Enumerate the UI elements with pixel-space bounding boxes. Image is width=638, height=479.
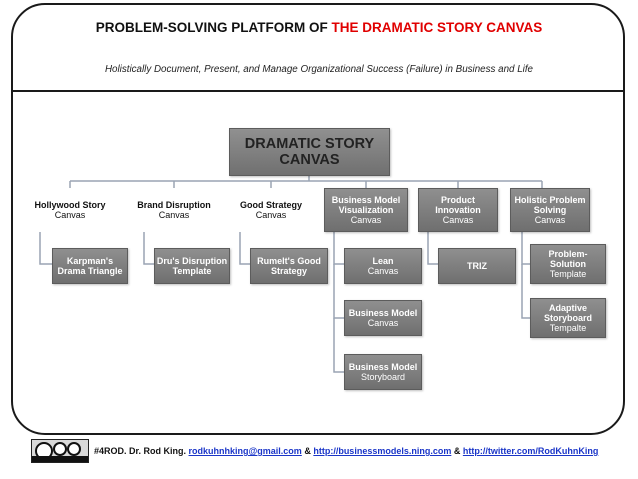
category-sub: Canvas bbox=[158, 210, 190, 220]
category-title: Hollywood Story bbox=[34, 199, 106, 210]
leaf-title: Lean bbox=[372, 255, 394, 266]
category-business-model-visualization: Business Model Visualization Canvas bbox=[324, 188, 408, 232]
leaf-sub: Canvas bbox=[367, 318, 399, 328]
by-icon bbox=[53, 442, 67, 456]
leaf-business-model-canvas: Business Model Canvas bbox=[344, 300, 422, 336]
category-sub: Canvas bbox=[350, 215, 382, 226]
category-sub: Canvas bbox=[54, 210, 86, 220]
leaf-lean-canvas: Lean Canvas bbox=[344, 248, 422, 284]
title-accent: THE DRAMATIC STORY CANVAS bbox=[331, 20, 543, 35]
title-prefix: PROBLEM-SOLVING PLATFORM OF bbox=[95, 20, 332, 35]
leaf-adaptive-storyboard: Adaptive Storyboard Tempalte bbox=[530, 298, 606, 338]
rounded-frame bbox=[11, 3, 625, 435]
leaf-triz: TRIZ bbox=[438, 248, 516, 284]
leaf-drus-disruption-template: Dru's Disruption Template bbox=[154, 248, 230, 284]
root-line1: DRAMATIC STORY bbox=[244, 135, 375, 152]
leaf-sub: Storyboard bbox=[360, 372, 406, 382]
leaf-sub: Template bbox=[549, 269, 587, 280]
category-title: Good Strategy bbox=[239, 199, 302, 210]
leaf-title: Rumelt's Good Strategy bbox=[257, 255, 321, 276]
license-strip bbox=[32, 456, 88, 462]
category-good-strategy: Good Strategy Canvas bbox=[231, 188, 311, 232]
category-product-innovation: Product Innovation Canvas bbox=[418, 188, 498, 232]
root-line2: CANVAS bbox=[279, 152, 340, 168]
footer-sep2: & bbox=[451, 446, 463, 456]
category-sub: Canvas bbox=[534, 215, 566, 226]
page-title: PROBLEM-SOLVING PLATFORM OF THE DRAMATIC… bbox=[0, 20, 638, 35]
leaf-karpmans-drama-triangle: Karpman's Drama Triangle bbox=[52, 248, 128, 284]
leaf-title: Adaptive Storyboard bbox=[543, 302, 592, 323]
category-holistic-problem-solving: Holistic Problem Solving Canvas bbox=[510, 188, 590, 232]
category-sub: Canvas bbox=[255, 210, 287, 220]
creative-commons-badge bbox=[31, 439, 89, 463]
page-subtitle: Holistically Document, Present, and Mana… bbox=[104, 64, 533, 75]
category-sub: Canvas bbox=[442, 215, 474, 226]
leaf-problem-solution-template: Problem-Solution Template bbox=[530, 244, 606, 284]
footer-site-link[interactable]: http://businessmodels.ning.com bbox=[313, 446, 452, 456]
leaf-title: Problem-Solution bbox=[548, 248, 588, 269]
footer-author: #4ROD. Dr. Rod King. bbox=[94, 446, 189, 456]
footer-email-link[interactable]: rodkuhnhking@gmail.com bbox=[188, 446, 302, 456]
nc-icon bbox=[67, 442, 81, 456]
category-title: Business Model Visualization bbox=[331, 194, 401, 215]
root-node-dramatic-story-canvas: DRAMATIC STORY CANVAS bbox=[229, 128, 390, 176]
leaf-sub: Canvas bbox=[367, 266, 399, 276]
category-title: Product Innovation bbox=[435, 194, 481, 215]
leaf-title: Dru's Disruption Template bbox=[156, 255, 228, 276]
category-title: Holistic Problem Solving bbox=[514, 194, 586, 215]
footer-twitter-link[interactable]: http://twitter.com/RodKuhnKing bbox=[462, 446, 599, 456]
leaf-sub: Tempalte bbox=[549, 323, 587, 334]
category-brand-disruption: Brand Disruption Canvas bbox=[134, 188, 214, 232]
header-divider bbox=[11, 90, 625, 92]
leaf-business-model-storyboard: Business Model Storyboard bbox=[344, 354, 422, 390]
leaf-title: Business Model bbox=[348, 307, 418, 318]
leaf-title: Business Model bbox=[348, 361, 418, 372]
footer-sep1: & bbox=[301, 446, 314, 456]
leaf-rumelts-good-strategy: Rumelt's Good Strategy bbox=[250, 248, 328, 284]
footer-credits: #4ROD. Dr. Rod King. rodkuhnhking@gmail.… bbox=[94, 446, 598, 456]
category-title: Brand Disruption bbox=[137, 199, 211, 210]
leaf-title: Karpman's Drama Triangle bbox=[57, 255, 123, 276]
leaf-title: TRIZ bbox=[467, 260, 487, 271]
category-hollywood-story: Hollywood Story Canvas bbox=[30, 188, 110, 232]
